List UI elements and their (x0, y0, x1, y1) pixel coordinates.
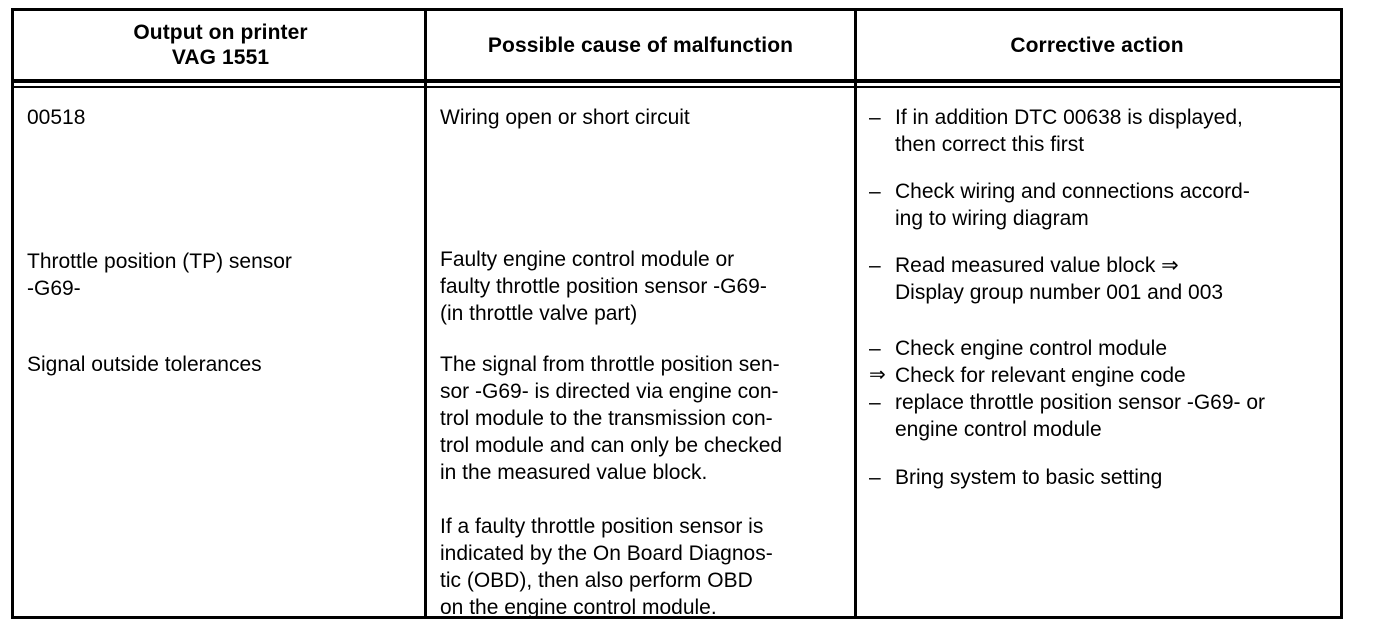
action-item: – Bring system to basic setting (869, 464, 1330, 491)
action-item-text: Read measured value block ⇒ Display grou… (895, 254, 1224, 304)
cell-corrective-action: – If in addition DTC 00638 is displayed,… (857, 88, 1340, 616)
cause-paragraph: Faulty engine control module or faulty t… (440, 248, 767, 325)
action-item-text: Check wiring and connections accord- ing… (895, 180, 1250, 230)
component-name: Throttle position (TP) sensor -G69- (27, 250, 292, 300)
action-item: – If in addition DTC 00638 is displayed,… (869, 104, 1330, 158)
double-arrow-marker-icon: ⇒ (869, 364, 886, 386)
dash-marker-icon: – (869, 254, 881, 277)
cause-paragraph: Wiring open or short circuit (440, 106, 690, 129)
header-rule-thin (14, 86, 1340, 88)
column-header-line1: Output on printer (133, 21, 308, 44)
column-header-line2: VAG 1551 (171, 46, 270, 69)
cell-output-on-printer: 00518 Throttle position (TP) sensor -G69… (14, 88, 424, 616)
action-item-text: replace throttle position sensor -G69- o… (895, 391, 1266, 441)
table-header-row: Output on printer VAG 1551 Possible caus… (14, 11, 1340, 79)
cause-paragraph: The signal from throttle position sen- s… (440, 353, 783, 484)
column-divider-1 (424, 11, 427, 616)
fault-description: Signal outside tolerances (27, 353, 262, 376)
dash-marker-icon: – (869, 337, 881, 360)
table-body: 00518 Throttle position (TP) sensor -G69… (14, 88, 1340, 619)
action-item: – replace throttle position sensor -G69-… (869, 389, 1330, 443)
column-header-line1: Corrective action (1010, 33, 1184, 57)
dtc-code: 00518 (27, 106, 86, 129)
action-item-text: Check for relevant engine code (895, 364, 1186, 387)
action-item-text: Check engine control module (895, 337, 1167, 360)
column-header-corrective-action: Corrective action (854, 11, 1340, 79)
column-header-possible-cause: Possible cause of malfunction (427, 11, 854, 79)
cause-paragraph: If a faulty throttle position sensor is … (440, 515, 773, 619)
dash-marker-icon: – (869, 466, 881, 489)
header-rule-thick (14, 79, 1340, 83)
action-item: ⇒ Check for relevant engine code (869, 362, 1330, 389)
column-header-line1: Possible cause of malfunction (487, 33, 794, 57)
dash-marker-icon: – (869, 391, 881, 414)
action-item-text: If in addition DTC 00638 is displayed, t… (895, 106, 1243, 156)
action-item-text: Bring system to basic setting (895, 466, 1163, 489)
column-divider-2 (854, 11, 857, 616)
column-header-output-on-printer: Output on printer VAG 1551 (14, 11, 427, 79)
action-item: – Check engine control module (869, 335, 1330, 362)
action-item: – Check wiring and connections accord- i… (869, 178, 1330, 232)
dash-marker-icon: – (869, 180, 881, 203)
action-item: – Read measured value block ⇒ Display gr… (869, 252, 1330, 306)
cell-possible-cause: Wiring open or short circuit Faulty engi… (427, 88, 854, 619)
diagnostic-table: Output on printer VAG 1551 Possible caus… (11, 8, 1343, 619)
dash-marker-icon: – (869, 106, 881, 129)
